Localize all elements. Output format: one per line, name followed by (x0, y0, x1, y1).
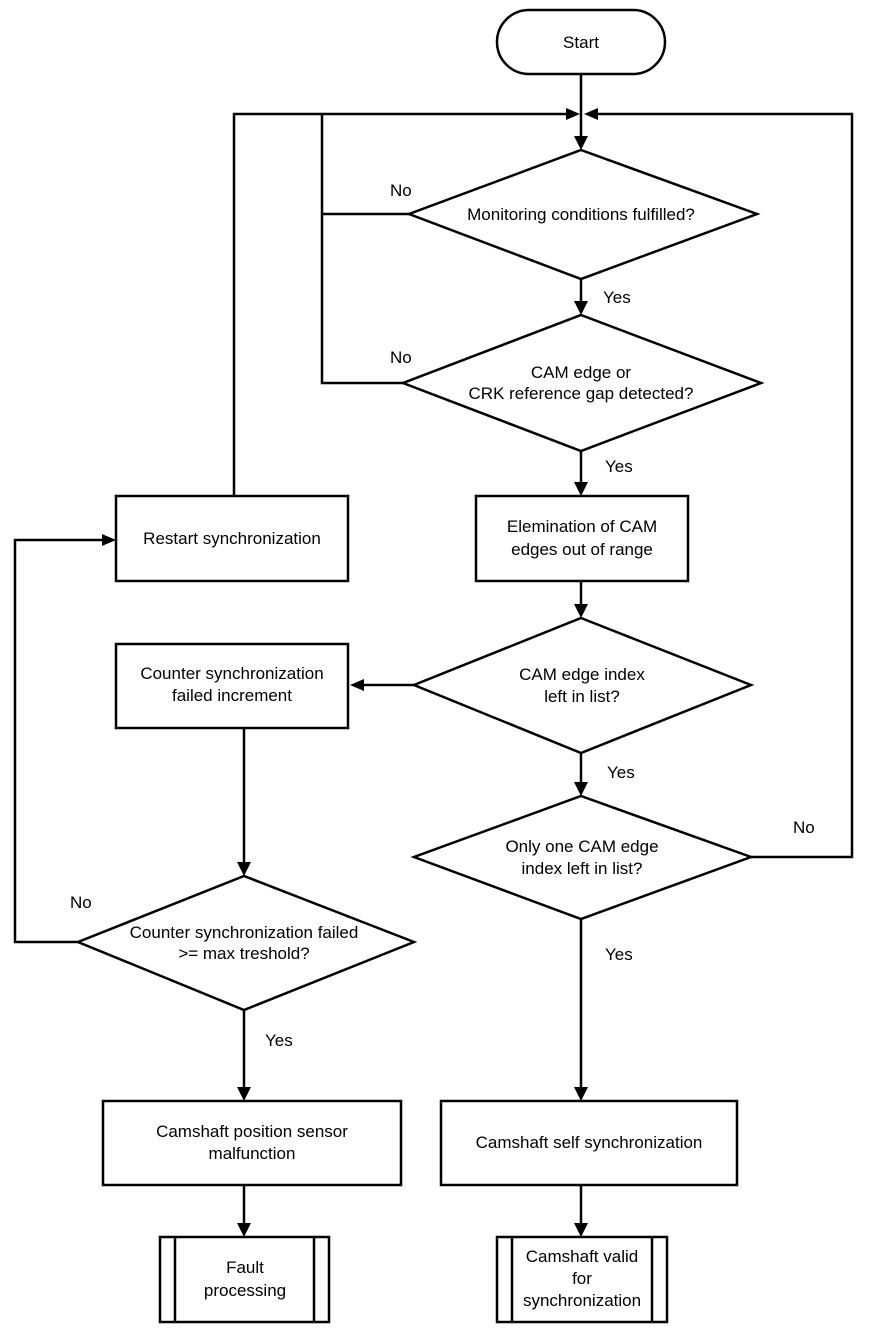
arrowhead-into-restart (102, 534, 116, 546)
decision-monitoring-text: Monitoring conditions fulfilled? (467, 205, 695, 224)
arrowhead-merge-right (584, 108, 598, 120)
start-terminator (495, 8, 667, 76)
connector-counter-no-loop (13, 538, 104, 944)
label-yes-cam-edge: Yes (605, 457, 633, 476)
arrowhead-into-sensor (237, 1087, 251, 1101)
process-restart (114, 494, 350, 583)
label-yes-monitoring: Yes (603, 288, 631, 307)
decision-cam-edge-text-1: CAM edge or (531, 363, 631, 382)
label-yes-index-left: Yes (607, 763, 635, 782)
label-yes-counter: Yes (265, 1031, 293, 1050)
subprocess-valid-text-2: for (572, 1269, 592, 1288)
process-self-sync-text: Camshaft self synchronization (476, 1133, 703, 1152)
decision-only-one-text-1: Only one CAM edge (505, 837, 658, 856)
process-elimination (474, 494, 690, 583)
decision-monitoring (405, 148, 761, 281)
decision-index-left-text-2: left in list? (544, 687, 620, 706)
subprocess-valid (495, 1235, 669, 1324)
process-sensor-malfunction (101, 1099, 403, 1187)
process-elimination-text-2: edges out of range (511, 540, 653, 559)
arrowhead-into-monitoring (574, 136, 588, 150)
decision-counter-threshold-text-1: Counter synchronization failed (130, 923, 359, 942)
process-restart-text: Restart synchronization (143, 529, 321, 548)
arrowhead-into-self-sync (574, 1087, 588, 1101)
decision-only-one (410, 794, 755, 921)
decision-index-left-text-1: CAM edge index (519, 665, 645, 684)
decision-cam-edge-text-2: CRK reference gap detected? (469, 384, 694, 403)
subprocess-valid-text-1: Camshaft valid (526, 1247, 638, 1266)
process-elimination-text-1: Elemination of CAM (507, 517, 657, 536)
connector-only-one-no-loop (594, 112, 854, 859)
arrowhead-into-only-one (574, 782, 588, 796)
arrowhead-into-fault (237, 1223, 251, 1237)
process-counter-increment (114, 642, 350, 730)
subprocess-fault-text-1: Fault (226, 1258, 264, 1277)
label-yes-only-one: Yes (605, 945, 633, 964)
arrowhead-merge-left (566, 108, 580, 120)
subprocess-fault-text-2: processing (204, 1281, 286, 1300)
arrowhead-into-elimination (574, 482, 588, 496)
decision-only-one-text-2: index left in list? (522, 859, 643, 878)
decision-counter-threshold (74, 874, 418, 1012)
label-no-only-one: No (793, 818, 815, 837)
process-counter-increment-text-1: Counter synchronization (140, 664, 323, 683)
decision-index-left (410, 616, 755, 755)
connector-cam-edge-no (320, 114, 403, 385)
arrowhead-into-cam-edge (574, 301, 588, 315)
process-self-sync (439, 1099, 739, 1187)
process-counter-increment-text-2: failed increment (172, 686, 292, 705)
arrowhead-into-counter-threshold (237, 862, 251, 876)
arrowhead-into-valid (574, 1223, 588, 1237)
decision-counter-threshold-text-2: >= max treshold? (178, 944, 309, 963)
process-sensor-malfunction-text-2: malfunction (209, 1144, 296, 1163)
subprocess-valid-text-3: synchronization (523, 1291, 641, 1310)
process-sensor-malfunction-text-1: Camshaft position sensor (156, 1122, 348, 1141)
label-no-counter: No (70, 893, 92, 912)
subprocess-fault (158, 1235, 331, 1324)
arrowhead-into-counter-increment (350, 679, 364, 691)
connector-restart-loop (232, 112, 570, 496)
decision-cam-edge (399, 313, 765, 453)
label-no-cam-edge: No (390, 348, 412, 367)
start-label: Start (563, 33, 599, 52)
label-no-monitoring: No (390, 181, 412, 200)
arrowhead-into-index-left (574, 604, 588, 618)
